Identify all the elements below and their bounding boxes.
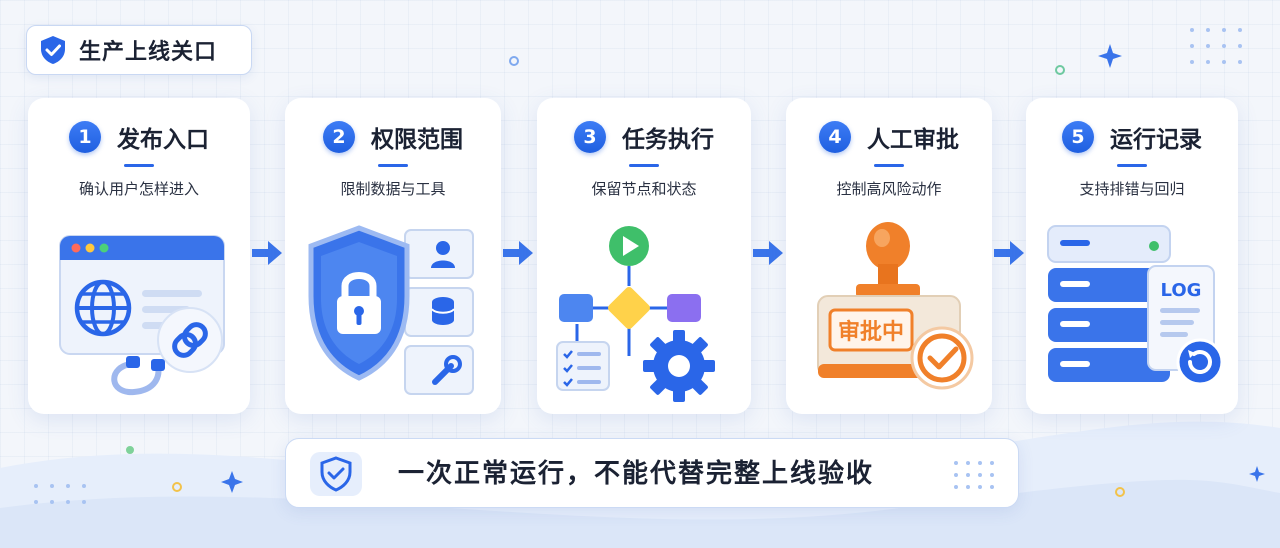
step-header: 4 人工审批 [786, 118, 992, 156]
log-label: LOG [1161, 280, 1202, 301]
lock-shield-icon [308, 225, 410, 381]
workflow-illustration [556, 226, 715, 402]
step-header: 1 发布入口 [28, 118, 250, 156]
browser-link-illustration [59, 235, 225, 396]
refresh-icon [1176, 338, 1224, 386]
shield-check-icon [310, 452, 362, 496]
gear-icon [643, 330, 715, 402]
shield-permissions-illustration [308, 225, 474, 395]
step-number: 2 [323, 121, 355, 153]
title-badge: 生产上线关口 [26, 25, 252, 75]
step-card-1: 1 发布入口 确认用户怎样进入 [28, 98, 250, 414]
step-subtitle: 限制数据与工具 [340, 180, 446, 198]
title-underline [874, 164, 904, 167]
decorative-dots [954, 461, 994, 489]
step-title: 人工审批 [867, 127, 959, 153]
step-card-4: 4 人工审批 控制高风险动作 审批中 [786, 98, 992, 414]
page-title: 生产上线关口 [79, 40, 218, 65]
stamp-label: 审批中 [838, 319, 904, 345]
step-subtitle: 确认用户怎样进入 [78, 180, 199, 198]
title-underline [124, 164, 154, 167]
checklist-icon [556, 341, 610, 391]
folder-stack [404, 229, 474, 395]
step-title: 运行记录 [1110, 127, 1202, 153]
arrow-right-icon [503, 241, 533, 265]
check-circle-icon [910, 326, 974, 390]
step-number: 5 [1062, 121, 1094, 153]
step-number: 4 [819, 121, 851, 153]
arrow-right-icon [252, 241, 282, 265]
approval-stamp-illustration: 审批中 [817, 222, 974, 390]
database-icon [431, 297, 455, 325]
step-card-2: 2 权限范围 限制数据与工具 [285, 98, 501, 414]
server-log-illustration: LOG [1047, 225, 1224, 386]
globe-icon [74, 279, 132, 337]
footer-note-banner: 一次正常运行，不能代替完整上线验收 [285, 438, 1019, 508]
step-card-5: 5 运行记录 支持排错与回归 LOG [1026, 98, 1238, 414]
title-underline [629, 164, 659, 167]
shield-check-icon [41, 36, 65, 64]
wrench-icon [432, 355, 462, 385]
step-subtitle: 保留节点和状态 [591, 180, 697, 198]
title-underline [378, 164, 408, 167]
step-card-3: 3 任务执行 保留节点和状态 [537, 98, 751, 414]
footer-note-text: 一次正常运行，不能代替完整上线验收 [398, 459, 875, 489]
step-title: 发布入口 [117, 127, 209, 153]
step-title: 任务执行 [622, 127, 714, 153]
step-header: 2 权限范围 [285, 118, 501, 156]
chain-link-icon [172, 322, 208, 358]
title-underline [1117, 164, 1147, 167]
step-header: 3 任务执行 [537, 118, 751, 156]
step-number: 1 [69, 121, 101, 153]
arrow-right-icon [753, 241, 783, 265]
step-subtitle: 支持排错与回归 [1079, 180, 1185, 198]
step-header: 5 运行记录 [1026, 118, 1238, 156]
step-subtitle: 控制高风险动作 [836, 180, 942, 198]
step-number: 3 [574, 121, 606, 153]
step-title: 权限范围 [371, 127, 463, 153]
user-icon [431, 241, 455, 268]
arrow-right-icon [994, 241, 1024, 265]
